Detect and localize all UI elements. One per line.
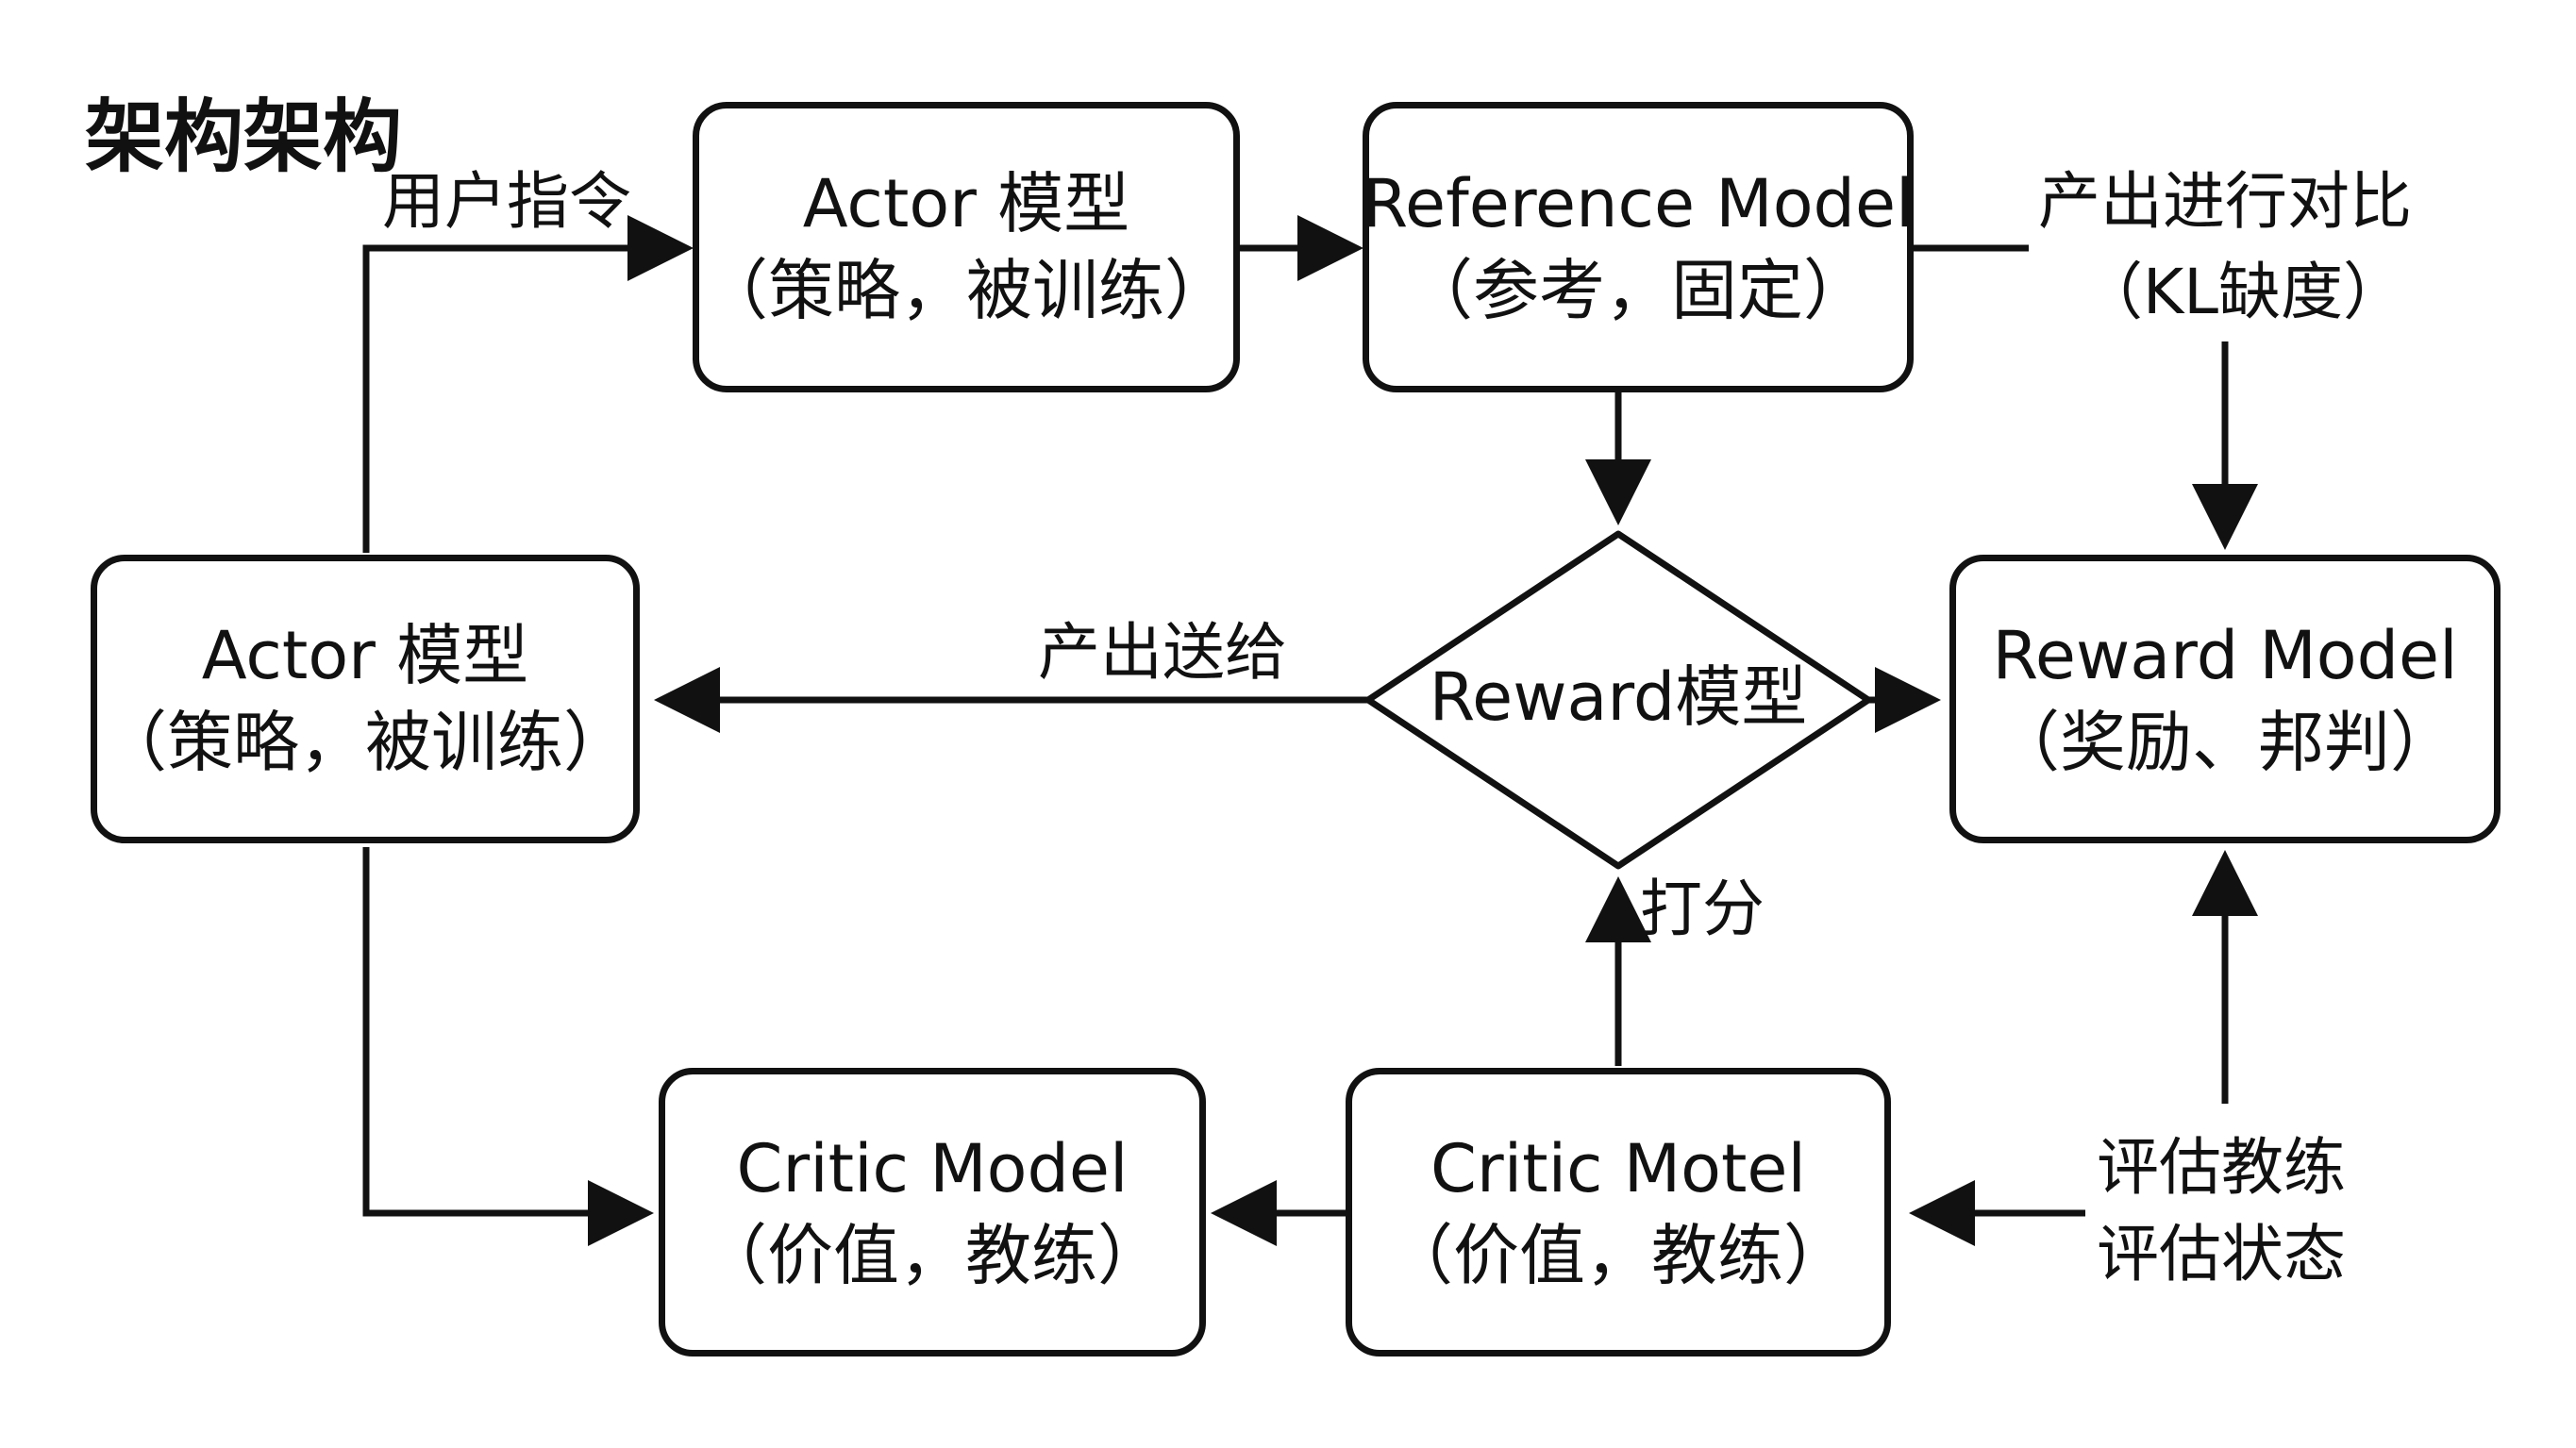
label-user-instruction: 用户指令: [382, 165, 631, 238]
node-actor-left-subtitle: （策略，被训练）: [101, 704, 629, 781]
label-output-send: 产出送给: [1038, 616, 1287, 689]
page-title: 架构架构: [85, 91, 403, 183]
reward-diamond: [1364, 530, 1872, 870]
edge-actor-to-critic: [362, 847, 654, 1246]
node-reward-model-subtitle: （奖励、邦判）: [1994, 704, 2456, 781]
node-critic-right-subtitle: （价值，教练）: [1387, 1217, 1849, 1294]
reward-diamond-label: Reward模型: [1429, 658, 1808, 736]
node-actor-top-subtitle: （策略，被训练）: [702, 252, 1230, 329]
edge-user-instruction: [362, 215, 694, 553]
node-critic-left: Critic Model （价值，教练）: [659, 1068, 1206, 1356]
node-critic-right: Critic Motel （价值，教练）: [1346, 1068, 1891, 1356]
node-reference-subtitle: （参考，固定）: [1407, 252, 1869, 329]
node-reward-model-title: Reward Model: [1992, 617, 2458, 694]
node-actor-left-title: Actor 模型: [201, 617, 529, 694]
node-actor-top-title: Actor 模型: [802, 165, 1130, 242]
label-eval-state: 评估状态: [2097, 1218, 2346, 1290]
node-reference-model: Reference Model （参考，固定）: [1363, 102, 1914, 392]
label-score: 打分: [1640, 873, 1765, 945]
label-output-compare: 产出进行对比: [2038, 165, 2412, 238]
node-reference-title: Reference Model: [1362, 165, 1915, 242]
node-critic-left-subtitle: （价值，教练）: [701, 1217, 1163, 1294]
node-reward-model: Reward Model （奖励、邦判）: [1949, 555, 2501, 843]
node-actor-left: Actor 模型 （策略，被训练）: [91, 555, 640, 843]
node-critic-left-title: Critic Model: [736, 1130, 1129, 1207]
node-critic-right-title: Critic Motel: [1430, 1130, 1806, 1207]
label-eval-train: 评估教练: [2097, 1131, 2346, 1204]
label-kl: （KL缺度）: [2081, 256, 2406, 328]
node-actor-top: Actor 模型 （策略，被训练）: [693, 102, 1240, 392]
